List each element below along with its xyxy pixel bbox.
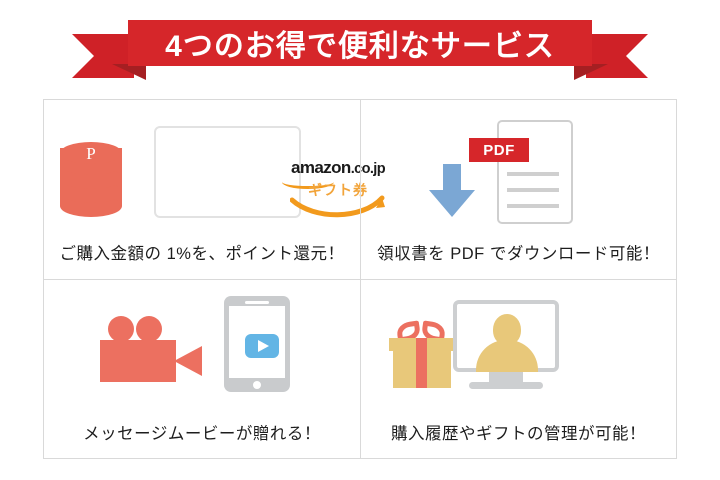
banner-title: 4つのお得で便利なサービス — [165, 30, 555, 63]
pdf-badge: PDF — [469, 138, 529, 162]
card-caption: メッセージムービーが贈れる！ — [83, 425, 321, 443]
card-caption: ご購入金額の 1%を、ポイント還元！ — [59, 245, 345, 263]
ribbon-band — [128, 20, 592, 66]
amazon-swoosh-icon — [290, 195, 385, 218]
ribbon-fold-left — [112, 64, 146, 80]
camera-lens-icon — [174, 346, 202, 376]
document-text-line — [507, 204, 559, 208]
service-card-points-reward[interactable]: amazon.co.jp ギフト券 — [44, 100, 386, 279]
message-movie-icon — [44, 286, 360, 416]
person-body-icon — [476, 340, 538, 372]
play-button-icon — [245, 334, 279, 358]
gift-box-icon — [389, 320, 455, 388]
gift-certificate-label: ギフト券 — [308, 182, 368, 198]
monitor-stand-neck — [489, 372, 523, 384]
video-camera-icon — [100, 312, 202, 382]
amazon-tld: .co.jp — [350, 161, 386, 177]
ribbon-fold-right — [574, 64, 608, 80]
monitor-icon — [453, 300, 559, 372]
points-coin-stack-icon: P — [60, 142, 122, 217]
person-head-icon — [493, 314, 521, 345]
document-text-line — [507, 188, 559, 192]
tablet-icon — [224, 296, 290, 392]
gift-card-icon: amazon.co.jp ギフト券 — [154, 126, 386, 218]
service-card-pdf-receipt[interactable]: PDF 領収書を PDF でダウンロード可能！ — [360, 100, 676, 279]
document-text-line — [507, 172, 559, 176]
pdf-receipt-icon: PDF — [361, 106, 676, 236]
amazon-logo: amazon.co.jp — [274, 158, 402, 182]
amazon-wordmark: amazon — [291, 158, 351, 177]
service-card-message-movie[interactable]: メッセージムービーが贈れる！ — [44, 279, 360, 458]
card-caption: 購入履歴やギフトの管理が可能！ — [391, 425, 646, 443]
order-gift-management-icon — [361, 286, 676, 416]
download-arrow-icon — [429, 164, 475, 217]
ribbon-banner: 4つのお得で便利なサービス — [0, 8, 720, 80]
card-caption: 領収書を PDF でダウンロード可能！ — [377, 245, 660, 263]
monitor-stand-base — [469, 382, 543, 389]
service-card-grid: amazon.co.jp ギフト券 — [43, 99, 677, 459]
service-card-order-gift-management[interactable]: 購入履歴やギフトの管理が可能！ — [360, 279, 676, 458]
coin-point-letter: P — [86, 144, 96, 163]
points-reward-icon: amazon.co.jp ギフト券 — [44, 106, 386, 236]
